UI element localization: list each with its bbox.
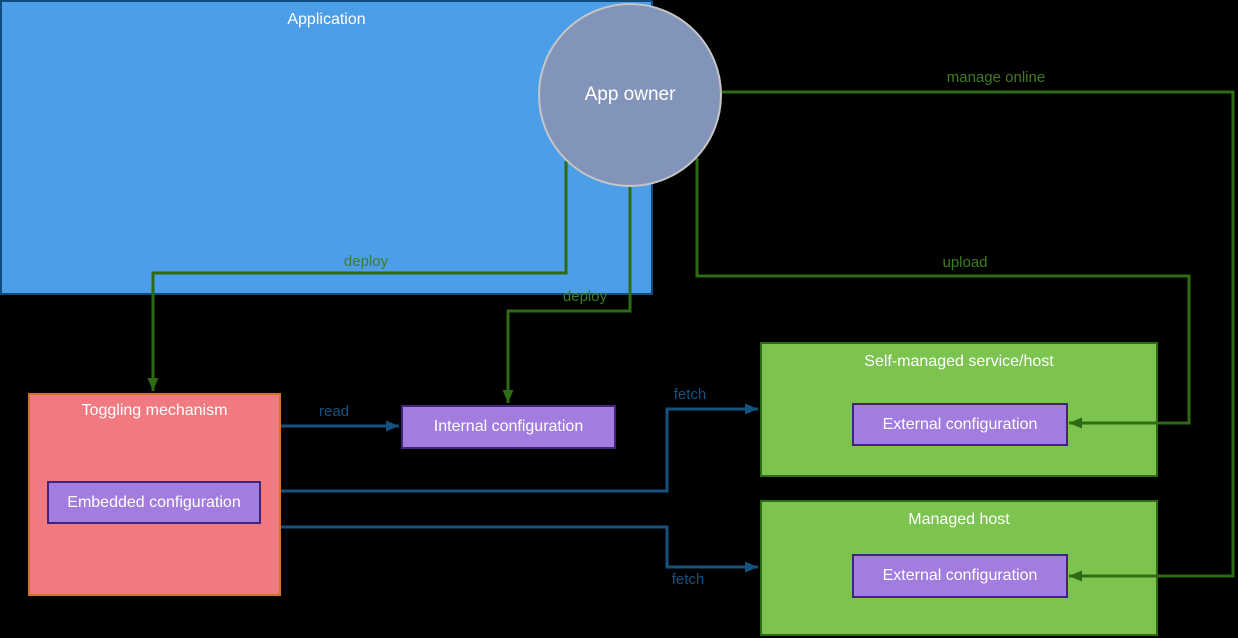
node-app-owner: App owner <box>538 3 722 187</box>
node-external-configuration-managed: External configuration <box>852 554 1068 598</box>
edge-deploy-to-toggling <box>147 161 568 391</box>
edge-deploy-to-internal <box>502 187 632 403</box>
node-internal-configuration: Internal configuration <box>401 405 616 449</box>
edge-label-fetch-managed: fetch <box>671 571 705 588</box>
edge-fetch-self-managed <box>281 403 758 493</box>
edge-upload <box>695 158 1191 429</box>
node-self-managed-title: Self-managed service/host <box>864 353 1054 370</box>
edge-label-deploy-toggling: deploy <box>343 253 389 270</box>
edge-label-upload: upload <box>942 254 988 271</box>
node-application-title: Application <box>287 11 366 28</box>
edge-label-deploy-internal: deploy <box>562 288 608 305</box>
edge-label-manage-online: manage online <box>946 69 1046 86</box>
node-embedded-configuration: Embedded configuration <box>47 481 261 524</box>
edge-fetch-managed <box>281 525 758 573</box>
node-toggling-mechanism-title: Toggling mechanism <box>81 402 228 419</box>
edge-manage-online <box>722 90 1235 582</box>
node-application: Application <box>0 0 653 295</box>
edge-label-fetch-self-managed: fetch <box>673 386 707 403</box>
node-external-configuration-self-managed: External configuration <box>852 403 1068 446</box>
node-app-owner-label: App owner <box>584 84 676 105</box>
node-managed-host-title: Managed host <box>908 511 1010 528</box>
edge-label-read: read <box>318 403 350 420</box>
